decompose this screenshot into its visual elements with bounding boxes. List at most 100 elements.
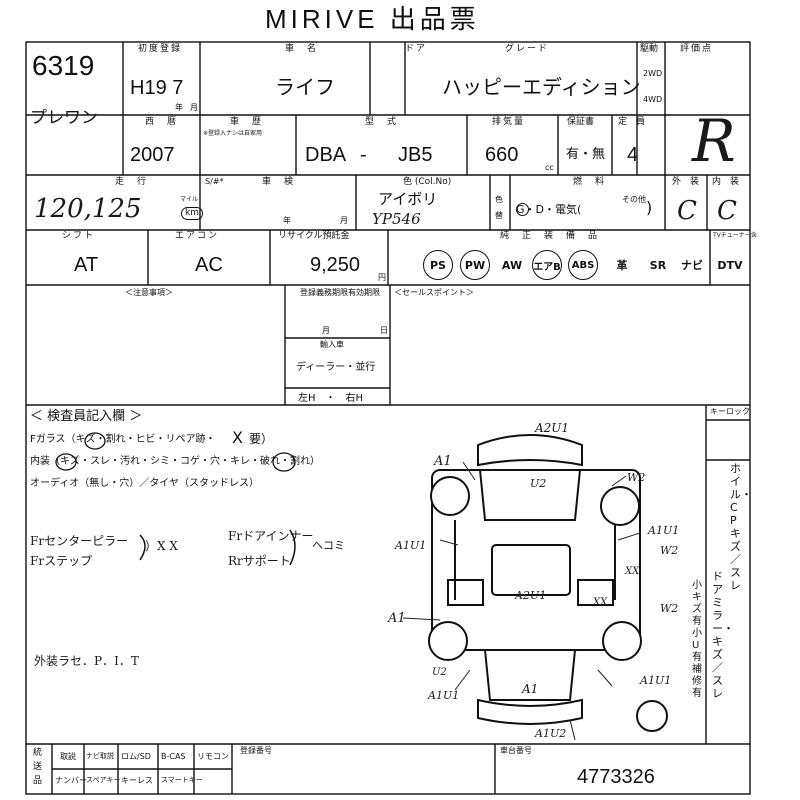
model-prefix: DBA [305,144,347,166]
wheel-fl [430,476,470,516]
wheel-rr [602,621,642,661]
mileage-label: 走 行 [115,177,149,187]
equip-dtv: DTV [717,258,743,272]
form-title: MIRIVE 出品票 [265,4,480,34]
glass-suffix: 要） [249,432,274,446]
caution-label: ＜注意事項＞ [125,288,173,297]
inspection-year: 年 [283,216,291,225]
bottom-spare-key: スペアキー [86,776,121,784]
displacement-label: 排気量 [492,117,526,127]
mark-xx1: XX [625,566,640,577]
fuel-value: G・D・電気( [516,203,582,216]
note-step: Frステップ [30,554,93,568]
fuel-g-circle [516,203,529,216]
car-diagram [431,434,641,725]
owner-note: プレワン [30,108,98,128]
audio-line: オーディオ（無し・穴）／タイヤ（スタッドレス） [30,478,259,489]
warranty-label: 保証書 [567,117,595,127]
bottom-manual: 取説 [60,752,76,761]
mark-a1u1-l: A1U1 [395,539,427,552]
rating-value: R [692,107,736,175]
note-door-inner: Frドアインナー [228,529,314,543]
exterior-value: C [677,196,697,226]
capacity-value: 4 [627,144,639,166]
chassis-number: 4773326 [577,766,655,788]
model-dash: - [360,144,367,166]
note-pillar: Frセンターピラー [30,534,129,548]
mark-a1-l: A1 [388,611,406,626]
color-side1: 色 [495,195,503,204]
history-note: ※登録入ナシは自家用 [203,130,263,137]
history-label: 車 歴 [230,117,264,127]
fuel-label: 燃 料 [573,177,607,187]
chassis-label: 車台番号 [500,746,532,755]
import-label: 輸入車 [320,340,344,349]
aircon-label: エアコン [175,231,220,241]
rating-label: 評価点 [680,44,714,54]
bottom-rom: ロム/SD [121,752,151,761]
wheel-rl [428,621,468,661]
color-value: アイボリ [378,190,438,208]
aircon-value: AC [195,254,223,276]
grade-value: ハッピーエディション [442,77,641,99]
displacement-value: 660 [485,144,519,166]
shift-value: AT [74,254,99,276]
side-note-scratch: 小キズ有 小U有 補修有 [692,580,712,699]
bottom-plate: ナンバー [55,776,87,785]
equip-navi: ナビ [681,259,703,272]
mileage-unit-mile: マイル [180,196,199,203]
western-year-value: 2007 [130,144,175,166]
mark-a1u2: A1U2 [535,727,567,740]
expiry-month: 月 [322,326,330,335]
registration-expiry-label: 登録義務期限有効期限 [300,288,380,297]
glass-line: Fガラス（キズ・割れ・ヒビ・リペア跡・ [30,434,216,445]
model-type-label: 型 式 [365,117,399,127]
first-registration-value: H19 7 [130,77,184,99]
bottom-smartkey: スマートキー [161,776,203,784]
equip-ps: PS [423,250,453,280]
note-support: Rrサポート [228,554,291,568]
mark-xx2: XX [593,597,608,608]
grade-label: グレード [505,44,550,54]
displacement-unit: cc [545,163,554,172]
mileage-unit-km: km [181,207,203,220]
mark-a1u1-br: A1U1 [640,674,672,687]
import-steering: 左H ・ 右H [298,393,364,404]
mark-u2a: U2 [530,477,547,490]
inspection-month: 月 [340,216,348,225]
tougou-label: 統送品 [33,748,43,786]
mark-a1u1-bl: A1U1 [428,689,460,702]
mark-w2: W2 [627,471,646,484]
bottom-remote: リモコン [197,752,229,761]
interior-line: 内装（キズ・スレ・汚れ・シミ・コゲ・穴・キレ・破れ・割れ） [30,456,320,467]
door-label: ドア [405,44,428,54]
equip-sr: SR [649,258,667,272]
glass-mark: X [232,428,243,447]
interior-value: C [717,196,737,226]
shift-label: シフト [62,231,96,241]
spare-tire [636,700,668,732]
bottom-navi-manual: ナビ取説 [86,752,114,760]
mark-a2u1: A2U1 [515,589,547,602]
reg-number-label: 登録番号 [240,746,272,755]
recycle-value: 9,250 [310,254,361,276]
keylock-label: キーロック [710,407,750,416]
import-dealer: ディーラー・並行 [296,362,376,373]
tuner-label: TVチューナー含 [713,232,757,239]
exterior-label: 外 装 [672,177,700,187]
mark-a1-tl: A1 [434,454,452,469]
capacity-label: 定 員 [618,117,646,127]
model-code: JB5 [398,144,433,166]
mark-a1-bottom: A1 [522,682,539,696]
month-label: 月 [190,103,198,112]
car-name-value: ライフ [275,77,335,99]
interior-label: 内 装 [712,177,740,187]
inspector-label: ＜ 検査員記入欄 ＞ [30,409,143,424]
fuel-other: その他 [622,195,646,204]
note-exterior: 外装ラセ．P．I．T [34,654,139,668]
color-code: YP546 [372,210,421,228]
recycle-label: リサイクル預託金 [278,231,350,241]
expiry-day: 日 [380,326,388,335]
drive-label: 駆動 [640,44,659,54]
